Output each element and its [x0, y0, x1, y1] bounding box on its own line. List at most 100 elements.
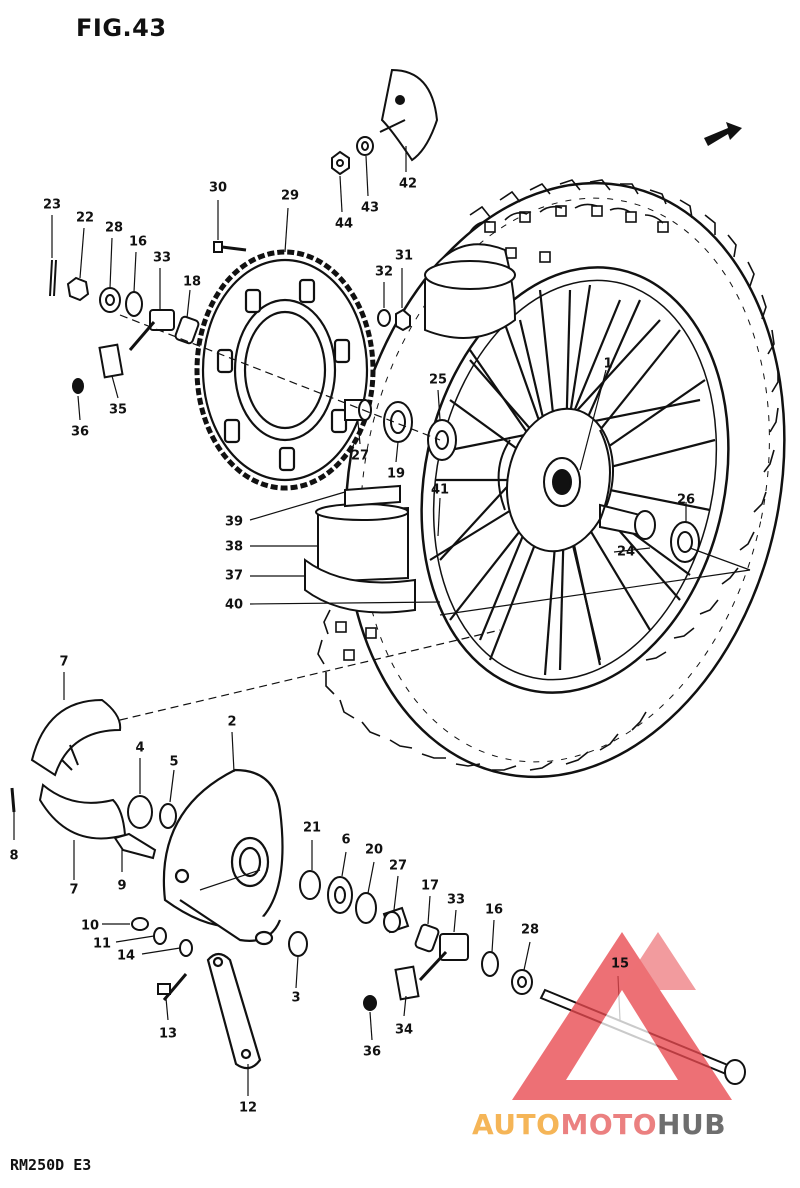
washer-14: [179, 939, 193, 957]
cam-4: [127, 795, 153, 829]
callout-36-bottom: 36: [362, 1044, 382, 1060]
callout-9: 9: [117, 878, 127, 894]
callout-34: 34: [394, 1022, 414, 1038]
spacer-27-bottom: [382, 906, 410, 934]
callout-15: 15: [610, 956, 630, 972]
callout-37: 37: [224, 568, 244, 584]
figure-title: FIG.43: [76, 14, 167, 42]
callout-11: 11: [92, 936, 112, 952]
callout-38: 38: [224, 539, 244, 555]
bolt-13: [157, 973, 188, 1001]
washer-28b: [511, 969, 533, 995]
leader-lines: [13, 146, 751, 1096]
callout-1: 1: [603, 356, 613, 372]
callout-36: 36: [70, 424, 90, 440]
callout-16-bottom: 16: [484, 902, 504, 918]
brake-panel: [162, 768, 284, 946]
watermark-part-2: MOTO: [560, 1108, 658, 1141]
cotter-pin-23: [49, 259, 57, 297]
callout-33-bottom: 33: [446, 892, 466, 908]
model-code: RM250D E3: [10, 1156, 92, 1174]
callout-27: 27: [350, 448, 370, 464]
callout-29: 29: [280, 188, 300, 204]
callout-12: 12: [238, 1100, 258, 1116]
nut-36-bottom: [363, 995, 377, 1011]
nut-31: [395, 308, 411, 332]
stopper-35: [98, 343, 124, 379]
tire-tube: [424, 243, 517, 339]
brake-shoes: [10, 698, 127, 840]
torque-link-12: [206, 952, 262, 1070]
spring-10: [131, 917, 149, 931]
bearing-25: [427, 419, 457, 461]
watermark-text: AUTOMOTOHUB: [472, 1108, 726, 1141]
callout-5: 5: [169, 754, 179, 770]
callout-13: 13: [158, 1026, 178, 1042]
callout-26: 26: [676, 492, 696, 508]
tube-and-rim-band: [304, 484, 416, 614]
callout-41: 41: [430, 482, 450, 498]
callout-35: 35: [108, 402, 128, 418]
bolt-30: [213, 241, 247, 253]
callout-40: 40: [224, 597, 244, 613]
washer-16: [125, 291, 143, 317]
callout-17: 17: [420, 878, 440, 894]
washer-16b: [481, 951, 499, 977]
watermark-part-1: AUTO: [472, 1108, 561, 1141]
callout-42: 42: [398, 176, 418, 192]
callout-16: 16: [128, 234, 148, 250]
seal-20: [355, 892, 377, 924]
rim-lock: [379, 68, 439, 162]
callout-6: 6: [341, 832, 351, 848]
callout-31: 31: [394, 248, 414, 264]
collar-3: [288, 931, 308, 957]
callout-25: 25: [428, 372, 448, 388]
washer-32: [377, 309, 391, 327]
callout-27-bottom: 27: [388, 858, 408, 874]
bearing-6: [327, 876, 353, 914]
bearing-26: [670, 521, 700, 563]
callout-33: 33: [152, 250, 172, 266]
callout-39: 39: [224, 514, 244, 530]
oring-11: [153, 927, 167, 945]
watermark-part-3: HUB: [657, 1108, 727, 1141]
callout-43: 43: [360, 200, 380, 216]
callout-21: 21: [302, 820, 322, 836]
washer-43: [356, 136, 374, 156]
callout-28: 28: [104, 220, 124, 236]
adjuster-33b: [418, 933, 469, 982]
callout-10: 10: [80, 918, 100, 934]
callout-2: 2: [227, 714, 237, 730]
callout-32: 32: [374, 264, 394, 280]
oil-seal-19: [383, 401, 413, 443]
callout-18: 18: [182, 274, 202, 290]
callout-24: 24: [616, 544, 636, 560]
callout-4: 4: [135, 740, 145, 756]
spacer-21: [299, 870, 321, 900]
callout-30: 30: [208, 180, 228, 196]
callout-44: 44: [334, 216, 354, 232]
watermark-logo: [512, 932, 732, 1100]
nut-44: [331, 150, 350, 176]
direction-arrow: [704, 122, 742, 146]
callout-23: 23: [42, 197, 62, 213]
callout-20: 20: [364, 842, 384, 858]
plate-17: [414, 923, 440, 953]
nut-36-top: [72, 378, 84, 394]
stopper-34: [394, 965, 420, 1001]
callout-22: 22: [75, 210, 95, 226]
callout-7-top: 7: [59, 654, 69, 670]
washer-5: [159, 803, 177, 829]
callout-19: 19: [386, 466, 406, 482]
sprocket: [194, 249, 376, 491]
callout-7-bottom: 7: [69, 882, 79, 898]
callout-3: 3: [291, 990, 301, 1006]
spacer-27-top: [344, 399, 372, 421]
axle-nut-22: [66, 276, 90, 302]
lever-9: [113, 832, 157, 860]
plate-18: [174, 315, 200, 345]
callout-28-bottom: 28: [520, 922, 540, 938]
callout-8: 8: [9, 848, 19, 864]
